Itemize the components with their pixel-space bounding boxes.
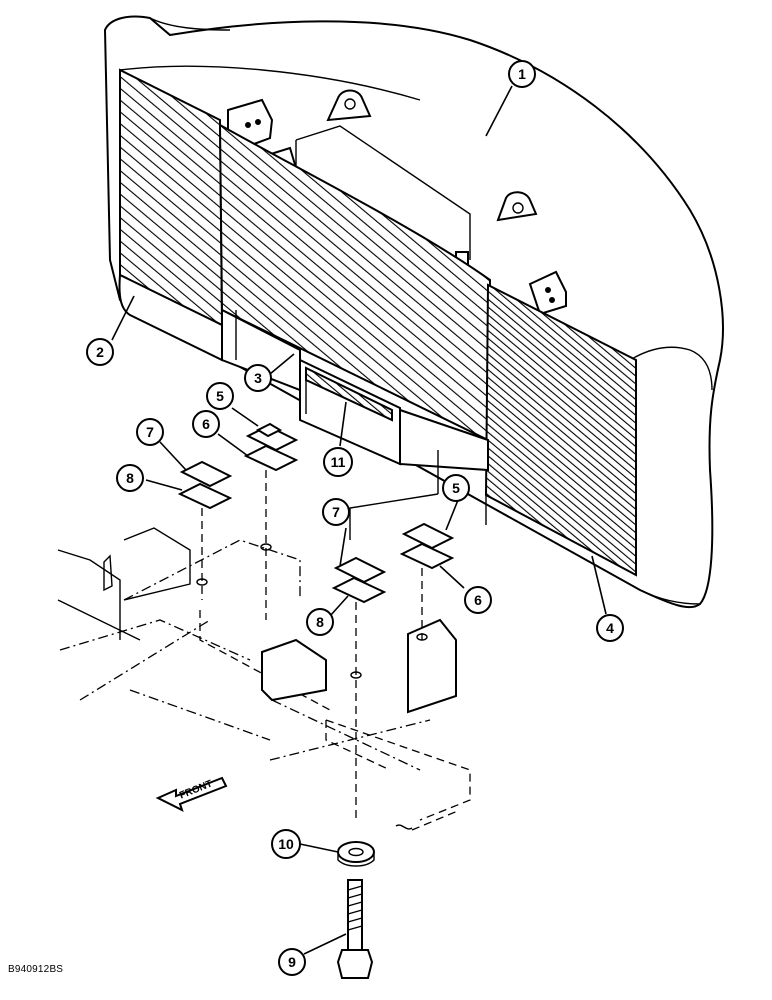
lift-eye-left	[326, 89, 372, 122]
callout-11-label: 11	[331, 454, 346, 470]
callout-1: 1	[508, 60, 536, 88]
side-plate-right	[484, 283, 637, 577]
callout-2-label: 2	[96, 344, 104, 360]
front-direction-arrow: FRONT	[155, 776, 228, 812]
leader-lines	[111, 85, 607, 955]
callout-11: 11	[323, 447, 353, 477]
callout-7b: 7	[322, 498, 350, 526]
callout-1-label: 1	[518, 66, 526, 82]
side-plate-left	[118, 68, 224, 362]
drawing-code: B940912BS	[8, 964, 64, 975]
callout-3-label: 3	[254, 370, 262, 386]
callout-5a-label: 5	[216, 388, 224, 404]
shim-group-upper-left	[243, 422, 299, 472]
upper-structure-frame	[57, 527, 471, 831]
callout-8b: 8	[306, 608, 334, 636]
lift-eye-right	[496, 191, 538, 222]
washer	[337, 841, 375, 867]
callout-8b-label: 8	[316, 614, 324, 630]
shim-group-upper-right	[399, 522, 455, 570]
callout-7a: 7	[136, 418, 164, 446]
callout-6b: 6	[464, 586, 492, 614]
callout-5b: 5	[442, 474, 470, 502]
callout-6a: 6	[192, 410, 220, 438]
callout-5a: 5	[206, 382, 234, 410]
side-plate-center	[218, 123, 492, 442]
spacer-block-right	[399, 408, 489, 472]
mounting-bracket-right	[528, 270, 567, 316]
callout-7b-label: 7	[332, 504, 340, 520]
callout-7a-label: 7	[146, 424, 154, 440]
callout-9: 9	[278, 948, 306, 976]
callout-6a-label: 6	[202, 416, 210, 432]
shim-group-mid-left	[177, 460, 233, 510]
bolt	[336, 879, 374, 979]
callout-4-label: 4	[606, 620, 614, 636]
shim-group-mid-right	[331, 556, 387, 604]
alignment-lines	[201, 450, 439, 820]
callout-9-label: 9	[288, 954, 296, 970]
callout-6b-label: 6	[474, 592, 482, 608]
callout-4: 4	[596, 614, 624, 642]
callout-10: 10	[271, 829, 301, 859]
callout-8a-label: 8	[126, 470, 134, 486]
callout-5b-label: 5	[452, 480, 460, 496]
callout-8a: 8	[116, 464, 144, 492]
callout-2: 2	[86, 338, 114, 366]
callout-10-label: 10	[278, 836, 294, 852]
callout-3: 3	[244, 364, 272, 392]
